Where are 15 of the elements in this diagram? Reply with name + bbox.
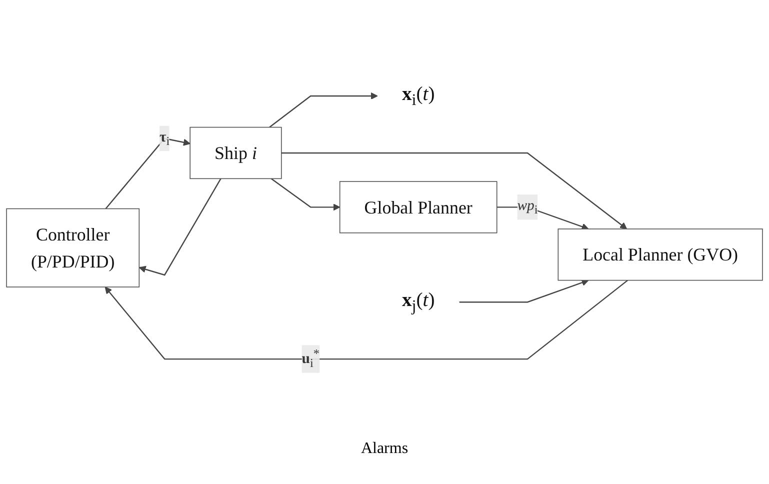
arrow <box>270 178 340 211</box>
note-text: Alarms <box>360 440 408 457</box>
node-box: Local Planner (GVO) <box>558 228 763 280</box>
node-box: Global Planner <box>339 180 498 234</box>
node-box: Ship i <box>190 126 282 179</box>
arrow <box>105 138 190 209</box>
arrow <box>104 280 628 360</box>
edge-label: wp$_{i}$ <box>517 196 538 217</box>
arrow <box>269 92 378 128</box>
edge-label: τ$_{i}$ <box>160 128 170 148</box>
arrow <box>459 278 589 302</box>
node-box: Controller (P/PD/PID) <box>6 208 140 288</box>
node-text: x$_{j}$(t) <box>402 290 435 315</box>
node-text: x$_{i}$(t) <box>402 84 435 109</box>
arrow <box>138 178 222 276</box>
